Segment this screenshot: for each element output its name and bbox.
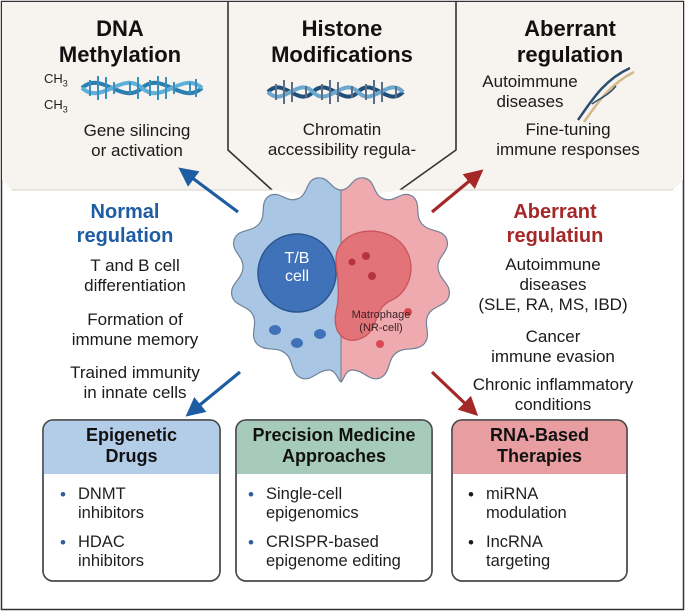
box-precision-medicine	[235, 419, 433, 582]
aberrant-item-chronic: Chronic inflammatory conditions	[472, 375, 634, 415]
rna-therapies-title: RNA-Based Therapies	[489, 425, 590, 467]
normal-regulation-heading: Normal regulation	[76, 201, 174, 247]
box-epigenetic-drugs	[42, 419, 221, 582]
arrow-to-dna-methylation	[178, 167, 239, 214]
ch3-label-bottom: CH3	[44, 97, 68, 115]
tb-cell-nucleus	[257, 233, 337, 313]
cell-icon	[230, 177, 451, 383]
aberrant-item-cancer: Cancer immune evasion	[491, 327, 615, 367]
arrow-to-rna-therapies	[430, 370, 479, 416]
dna-methylation-title: DNA Methylation	[58, 16, 182, 67]
histone-modifications-desc: Chromatin accessibility regula-	[267, 120, 417, 160]
epigenetic-drugs-title: Epigenetic Drugs	[85, 425, 178, 467]
aberrant-top-tuning-text: Fine-tuning immune responses	[496, 120, 640, 160]
arrow-to-aberrant-top	[430, 169, 484, 214]
normal-item-memory: Formation of immune memory	[71, 310, 199, 350]
panel-divider-right	[399, 2, 457, 191]
normal-item-trained-immunity: Trained immunity in innate cells	[70, 363, 200, 403]
aberrant-item-autoimmune: Autoimmune diseases (SLE, RA, MS, IBD)	[478, 255, 628, 315]
dna-helix-icon	[80, 76, 204, 100]
tb-cell-label: T/B cell	[284, 250, 310, 286]
rna-ribbon-icon	[576, 66, 635, 123]
aberrant-top-disease-text: Autoimmune diseases	[482, 72, 578, 112]
aberrant-regulation-title: Aberrant regulation	[516, 16, 624, 67]
box-rna-therapies	[451, 419, 628, 582]
normal-item-differentiation: T and B cell differentiation	[84, 256, 186, 296]
histone-helix-icon	[266, 80, 405, 104]
macrophage-body	[334, 230, 412, 341]
panel-divider-left	[227, 2, 273, 191]
macrophage-label: Matrophage (NR-cell)	[351, 309, 411, 334]
aberrant-regulation-heading: Aberrant regulatiun	[506, 201, 604, 247]
histone-modifications-title: Histone Modifications	[271, 16, 413, 67]
dna-methylation-desc: Gene silincing or activation	[83, 121, 191, 161]
ch3-label-top: CH3	[44, 71, 68, 89]
precision-medicine-title: Precision Medicine Approaches	[252, 425, 416, 467]
arrow-to-epigenetic-drugs	[185, 370, 242, 417]
